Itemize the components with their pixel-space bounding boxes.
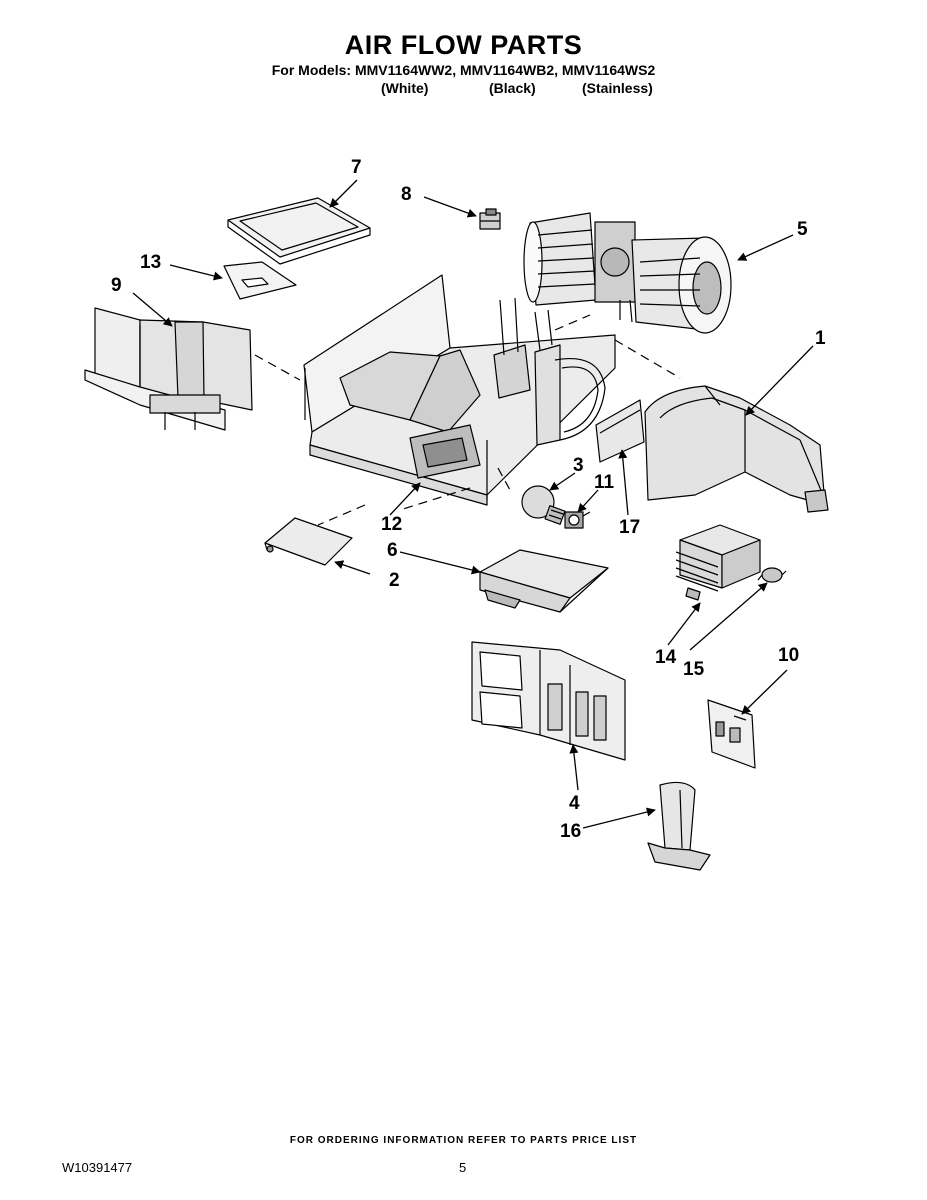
callout-14: 14 (655, 647, 677, 668)
variant-white: (White) (381, 80, 429, 96)
part-4-vent-panel (471, 641, 626, 761)
callout-11: 11 (594, 472, 615, 493)
callout-13: 13 (140, 252, 161, 273)
callout-4: 4 (569, 793, 580, 814)
callout-9: 9 (111, 275, 122, 296)
page-number: 5 (459, 1160, 467, 1175)
part-3-lamp (521, 485, 566, 525)
callout-16: 16 (560, 821, 581, 842)
page-title: AIR FLOW PARTS (344, 30, 583, 60)
part-9-left-duct (84, 307, 253, 431)
part-6-deflector (479, 549, 609, 613)
part-8-switch (479, 208, 501, 230)
part-5-blower-motor (523, 212, 732, 334)
callout-1: 1 (815, 328, 826, 349)
callout-2: 2 (389, 570, 400, 591)
callout-7: 7 (351, 157, 362, 178)
part-15-thermostat (757, 567, 787, 583)
callout-15: 15 (683, 659, 705, 680)
part-16-bracket (647, 781, 711, 871)
callout-12: 12 (381, 514, 402, 535)
part-11-socket (564, 511, 591, 529)
callout-6: 6 (387, 540, 398, 561)
callout-8: 8 (401, 184, 412, 205)
document-number: W10391477 (62, 1160, 133, 1175)
callout-3: 3 (573, 455, 584, 476)
part-17-plate (595, 399, 645, 463)
ordering-note: FOR ORDERING INFORMATION REFER TO PARTS … (289, 1135, 638, 1146)
part-7-filter (227, 197, 371, 265)
part-12-base-cavity (303, 274, 616, 506)
models-line: For Models: MMV1164WW2, MMV1164WB2, MMV1… (271, 62, 656, 78)
variant-stainless: (Stainless) (582, 80, 653, 96)
part-14-transformer (675, 524, 761, 601)
callout-5: 5 (797, 219, 808, 240)
callout-10: 10 (778, 645, 799, 666)
part-13-plate (223, 261, 297, 300)
callout-17: 17 (619, 517, 640, 538)
part-10-label-plate (707, 699, 756, 769)
variant-black: (Black) (489, 80, 536, 96)
part-1-right-duct (644, 385, 829, 513)
part-2-cover (264, 517, 353, 566)
